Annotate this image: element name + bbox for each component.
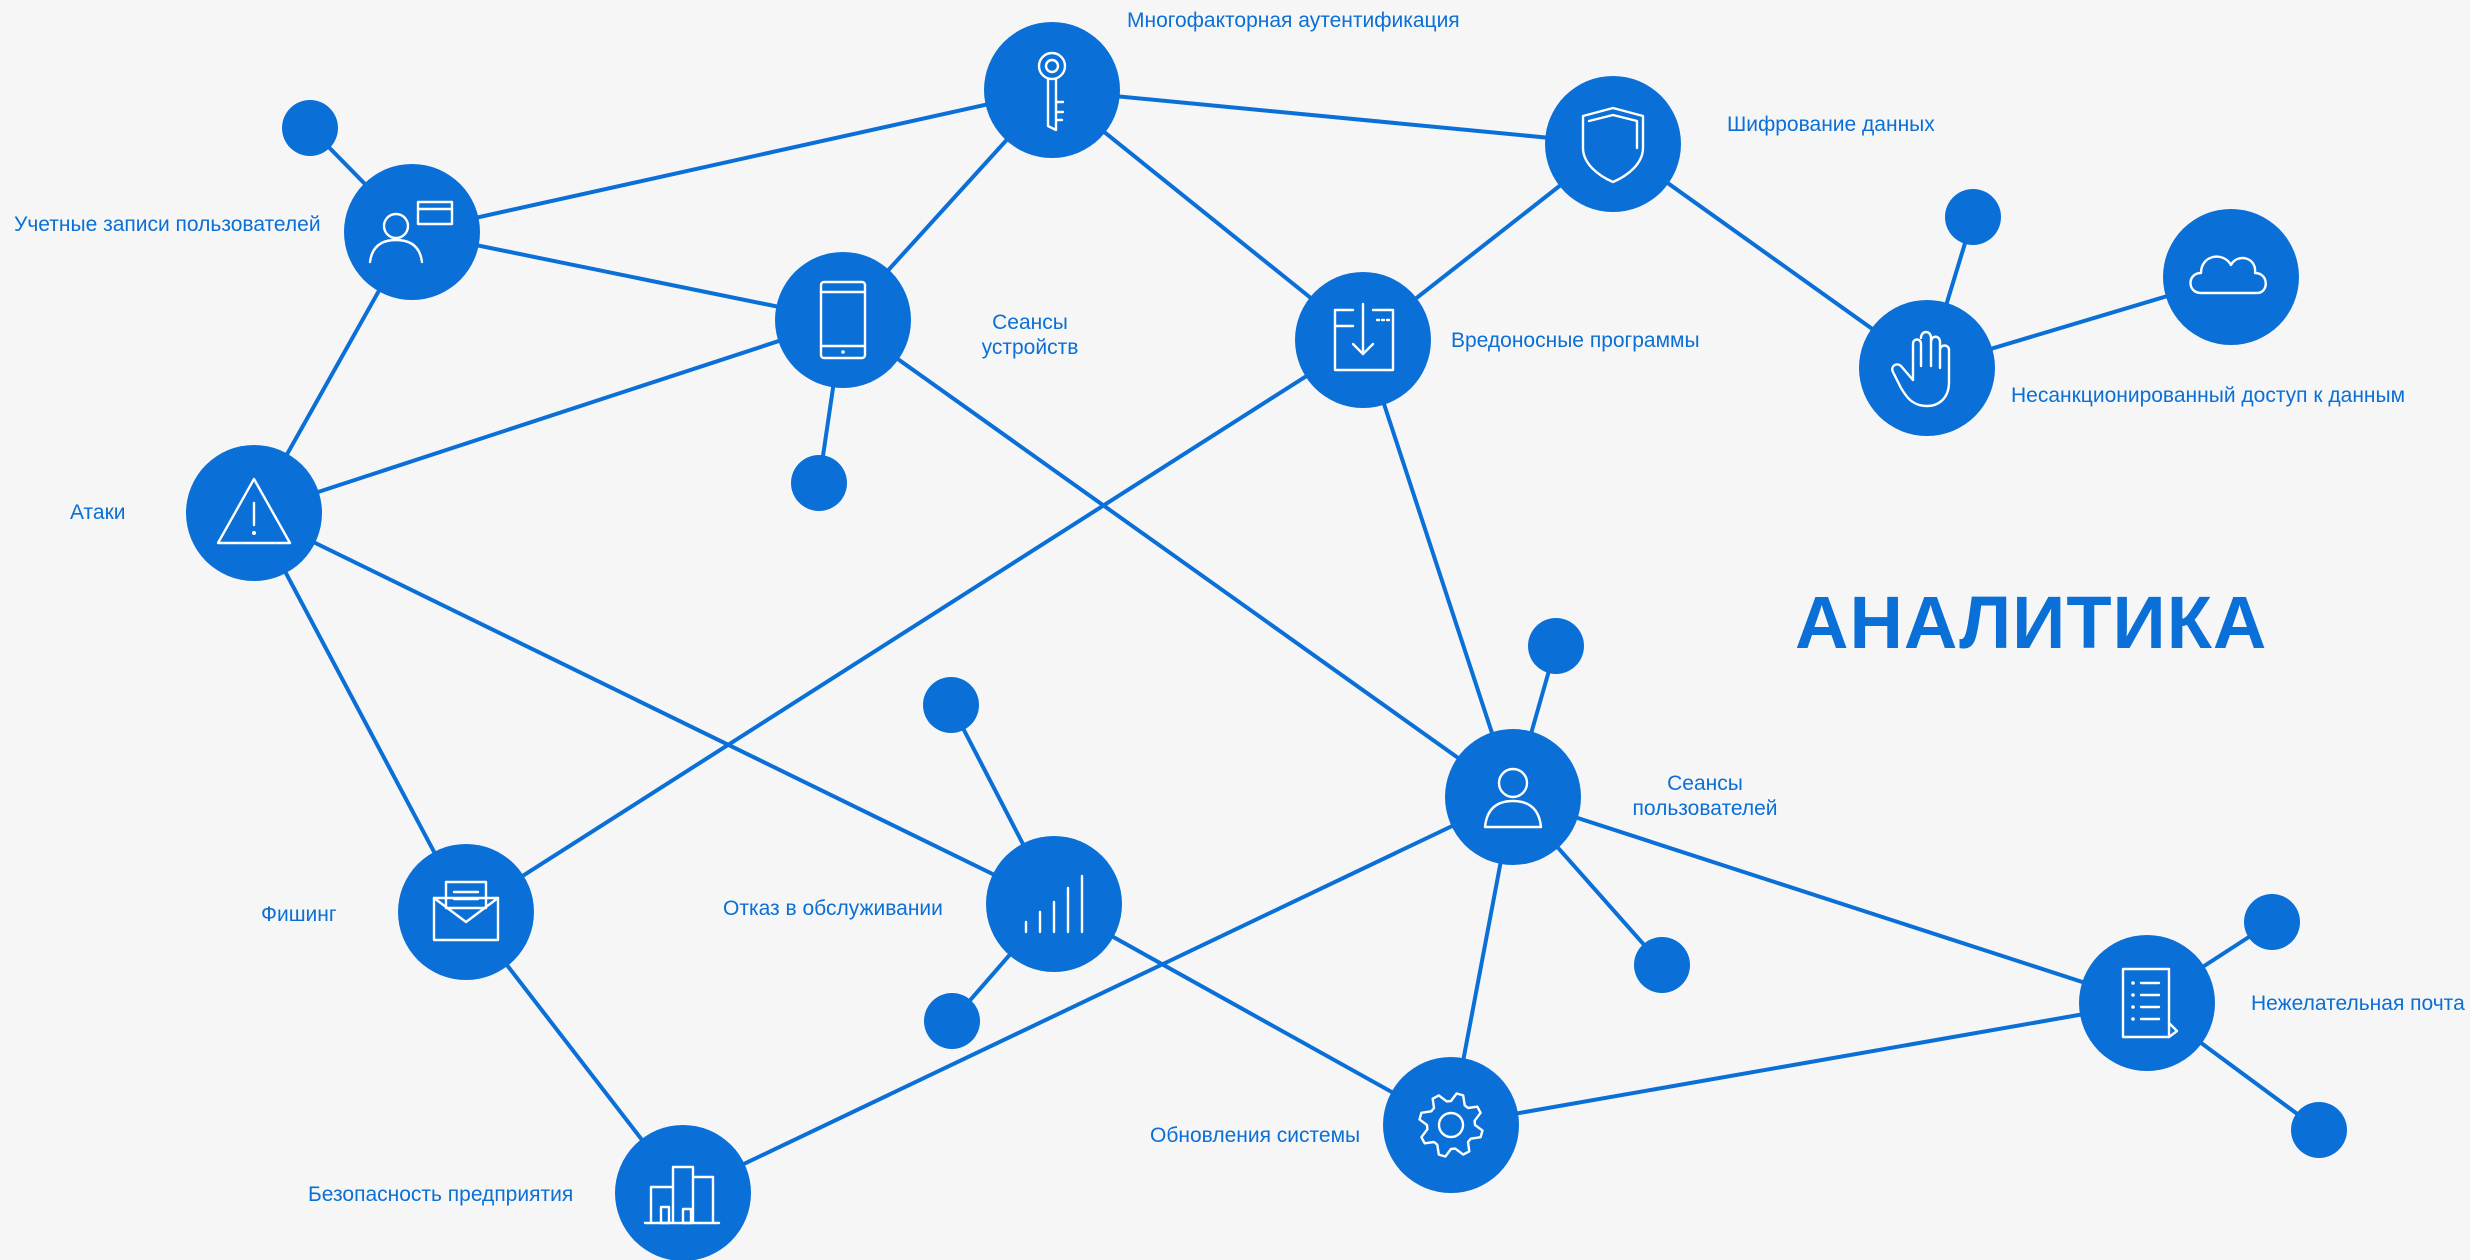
satellite-dot-unauthorized (1945, 189, 2001, 245)
cloud-icon (2189, 255, 2267, 295)
satellite-dot-dos-bottom (924, 993, 980, 1049)
label-device-sessions-line1: Сеансы (992, 311, 1068, 334)
node-circle (344, 164, 480, 300)
label-phishing: Фишинг (261, 903, 337, 926)
edge-user-sessions-to-spam (1512, 795, 2148, 1005)
label-user-sessions-line2: пользователей (1632, 797, 1778, 820)
edge-attacks-to-phishing (252, 512, 468, 913)
label-dos: Отказ в обслуживании (723, 897, 943, 920)
hand-stop-icon (1891, 330, 1951, 408)
edge-dos-to-updates (1053, 902, 1452, 1127)
envelope-icon (432, 880, 500, 942)
document-list-icon (2121, 967, 2179, 1039)
node-malware (1295, 272, 1431, 408)
edge-attacks-to-dos (253, 511, 1055, 906)
node-phishing (398, 844, 534, 980)
label-updates: Обновления системы (1150, 1124, 1361, 1147)
label-unauthorized: Несанкционированный доступ к данным (2011, 384, 2406, 407)
label-encryption: Шифрование данных (1727, 113, 1935, 136)
node-updates (1383, 1057, 1519, 1193)
node-cloud (2163, 209, 2299, 345)
satellite-dot-dos-top (923, 677, 979, 733)
edge-user-sessions-to-enterprise (682, 795, 1514, 1195)
buildings-icon (643, 1165, 721, 1225)
node-circle (2079, 935, 2215, 1071)
gear-icon (1418, 1092, 1484, 1158)
user-account-icon (368, 200, 454, 264)
satellite-dot-spam-top (2244, 894, 2300, 950)
node-circle (984, 22, 1120, 158)
edge-malware-to-user-sessions (1361, 339, 1515, 798)
edge-malware-to-phishing (464, 338, 1365, 914)
satellite-dot-accounts (282, 100, 338, 156)
label-user-sessions-line1: Сеансы (1667, 772, 1743, 795)
node-circle (1383, 1057, 1519, 1193)
label-mfa: Многофакторная аутентификация (1127, 9, 1460, 32)
download-window-icon (1333, 302, 1395, 372)
node-mfa (984, 22, 1120, 158)
key-icon (1037, 51, 1067, 132)
user-icon (1483, 767, 1543, 829)
node-circle (398, 844, 534, 980)
label-spam: Нежелательная почта (2251, 992, 2465, 1015)
satellite-dot-user-bottom (1634, 937, 1690, 993)
label-attacks: Атаки (70, 501, 126, 524)
label-accounts: Учетные записи пользователей (14, 213, 321, 236)
satellite-dot-device (791, 455, 847, 511)
node-dos (986, 836, 1122, 972)
label-malware: Вредоносные программы (1451, 329, 1700, 352)
warning-icon (216, 477, 292, 545)
bar-chart-icon (1024, 874, 1084, 934)
edge-mfa-to-encryption (1051, 88, 1614, 146)
diagram-nodes (186, 22, 2299, 1260)
shield-icon (1581, 106, 1645, 184)
node-attacks (186, 445, 322, 581)
node-unauthorized (1859, 300, 1995, 436)
diagram-heading: АНАЛИТИКА (1795, 581, 2268, 664)
tablet-icon (819, 280, 867, 360)
node-accounts (344, 164, 480, 300)
node-circle (775, 252, 911, 388)
node-circle (1545, 76, 1681, 212)
node-spam (2079, 935, 2215, 1071)
edge-device-sessions-to-user-sessions (841, 318, 1515, 799)
node-device-sessions (775, 252, 911, 388)
node-encryption (1545, 76, 1681, 212)
edge-updates-to-spam (1450, 1001, 2148, 1127)
label-enterprise: Безопасность предприятия (308, 1183, 574, 1206)
satellite-dot-spam-bottom (2291, 1102, 2347, 1158)
node-circle (1859, 300, 1995, 436)
node-user-sessions (1445, 729, 1581, 865)
label-user-sessions: Сеансы пользователей (1620, 771, 1790, 821)
edge-device-sessions-to-attacks (253, 318, 844, 515)
node-circle (2163, 209, 2299, 345)
node-circle (615, 1125, 751, 1260)
label-device-sessions: Сеансы устройств (960, 310, 1100, 360)
node-enterprise (615, 1125, 751, 1260)
edge-accounts-to-mfa (411, 88, 1053, 234)
satellite-dot-user-top (1528, 618, 1584, 674)
label-device-sessions-line2: устройств (981, 336, 1079, 359)
satellite-dots (282, 100, 2347, 1158)
edge-accounts-to-device-sessions (411, 230, 844, 322)
